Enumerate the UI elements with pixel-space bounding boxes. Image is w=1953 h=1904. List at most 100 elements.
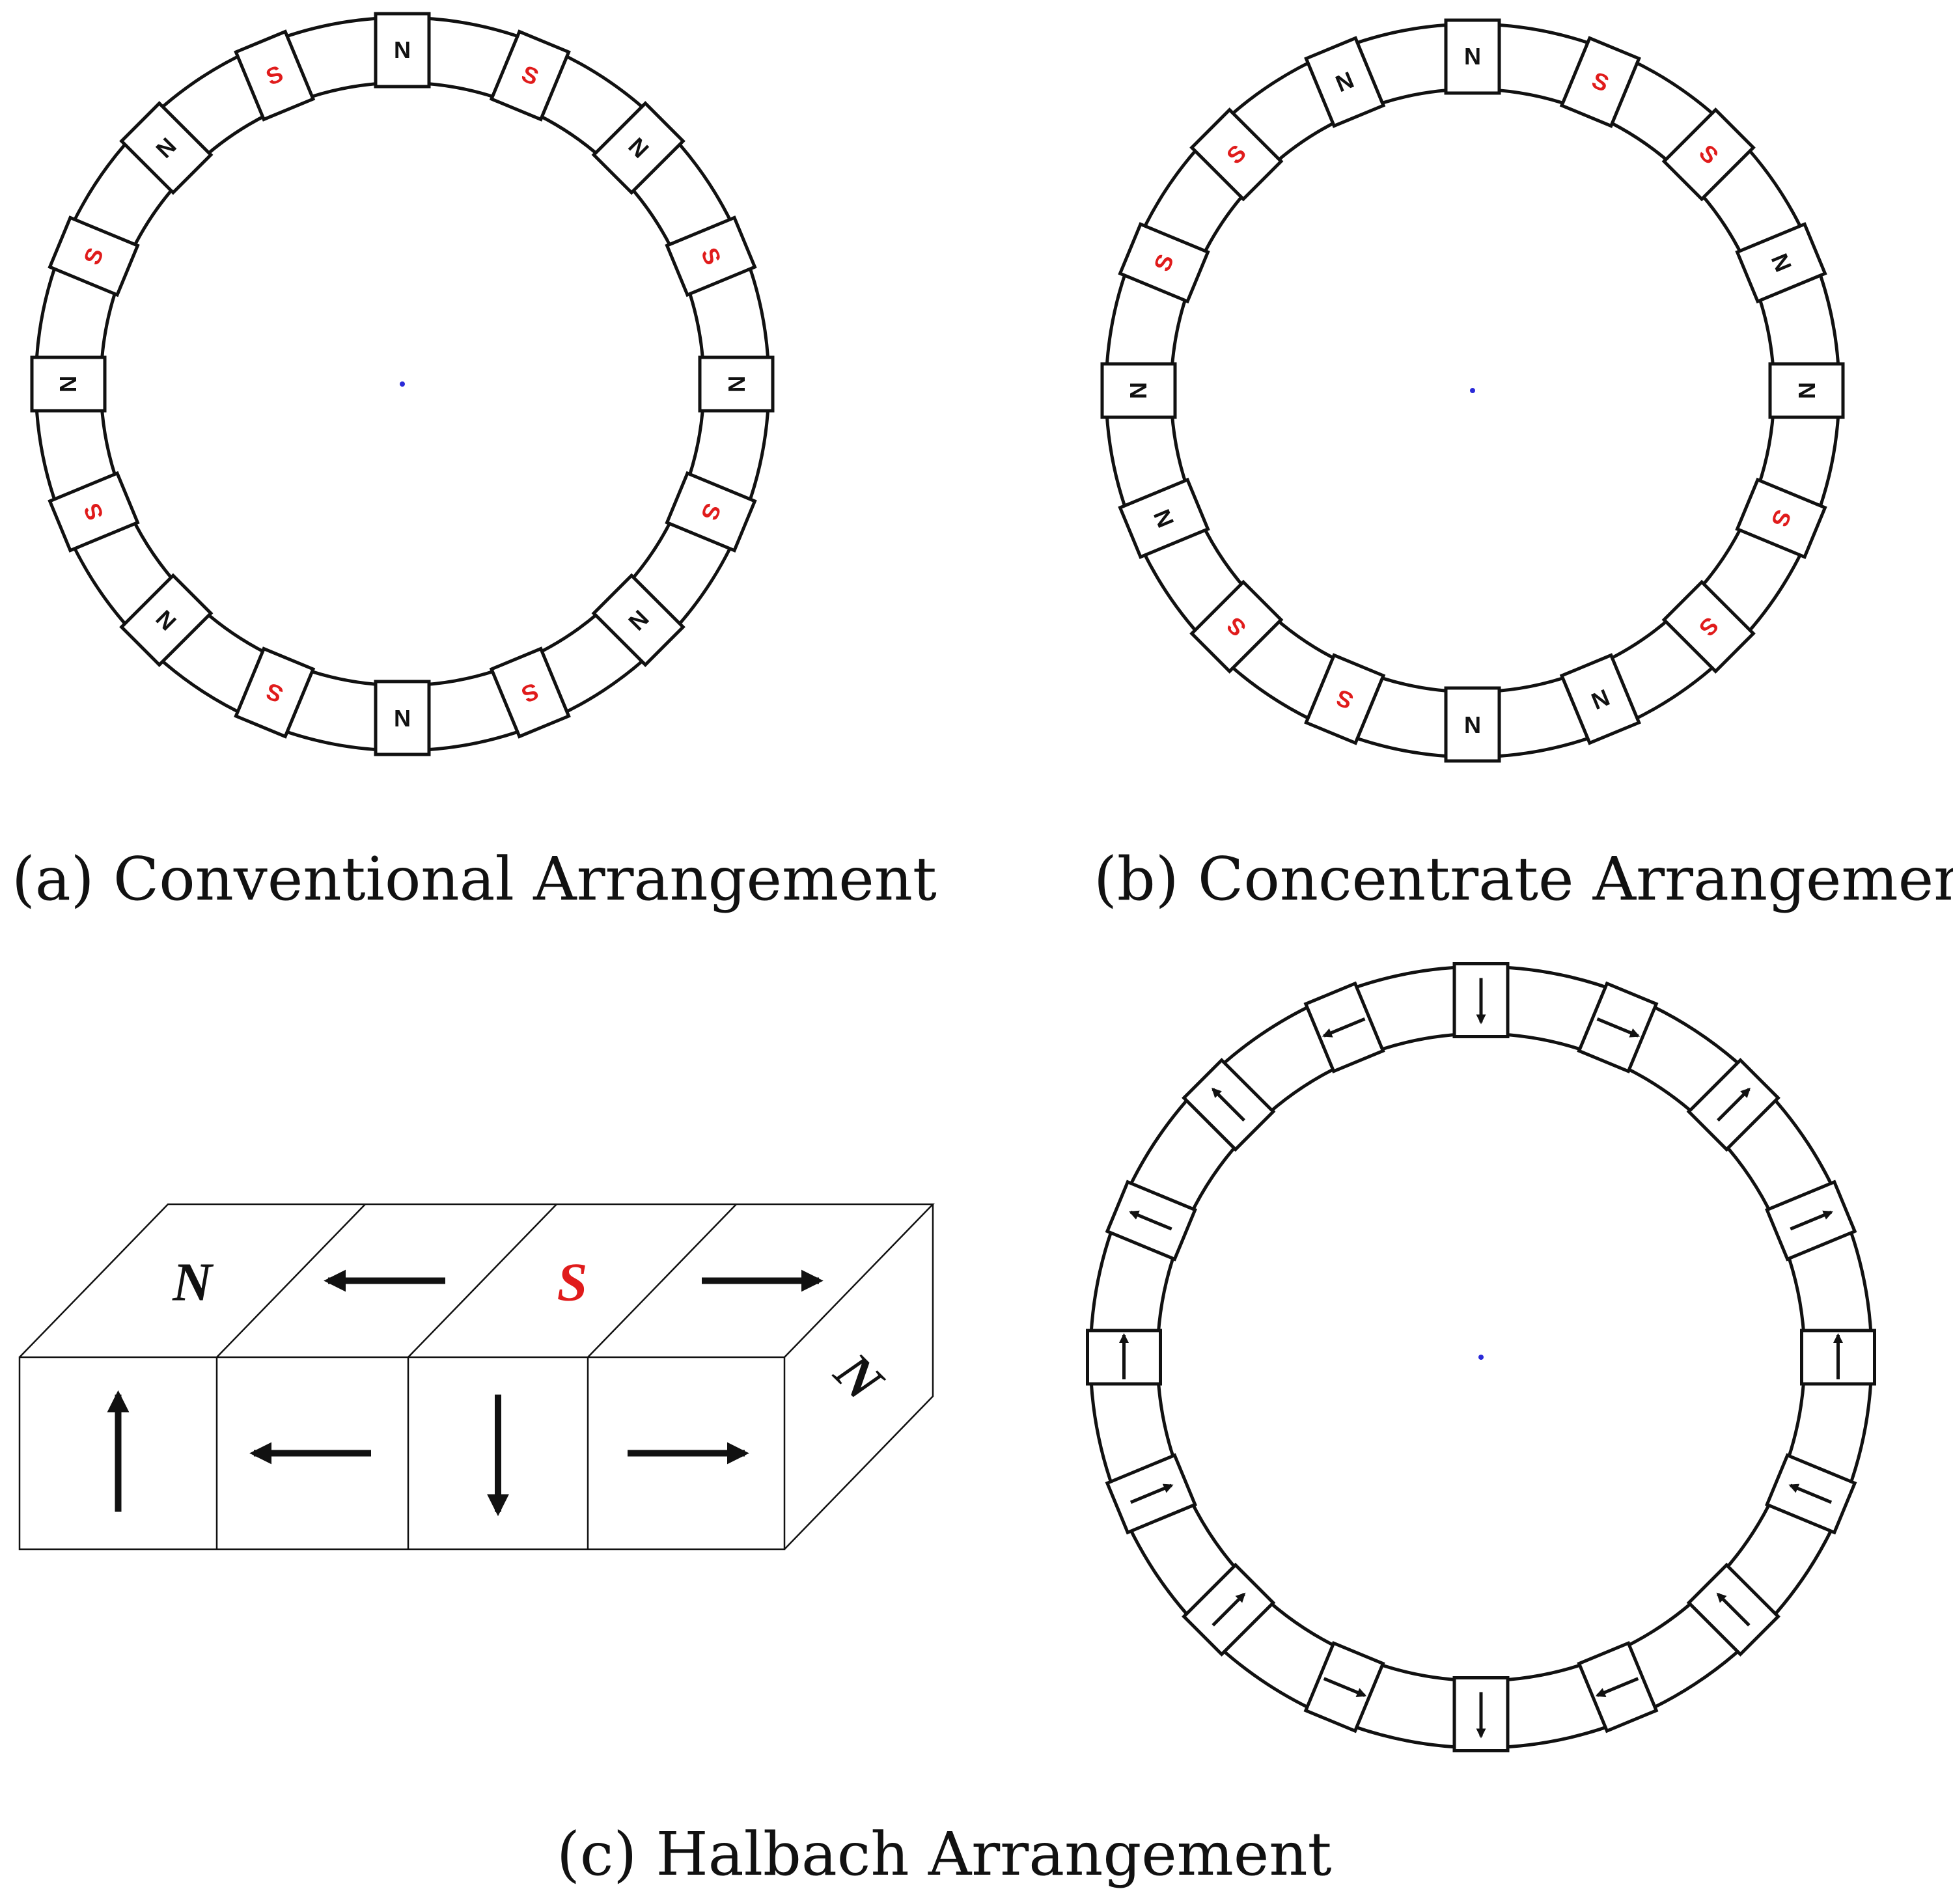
magnet-arrow-right: [1577, 1641, 1659, 1733]
magnet-arrow-left: [1303, 981, 1385, 1073]
magnet-block: [698, 355, 775, 413]
magnet-block: [374, 12, 431, 89]
magnet-block: [374, 680, 431, 756]
magnet-block: [1444, 18, 1501, 95]
magnet-s: S: [665, 471, 757, 553]
magnet-s: S: [48, 471, 140, 553]
magnet-block: [489, 646, 571, 739]
magnetization-arrow: [1716, 1088, 1751, 1122]
magnet-block: [1768, 362, 1845, 419]
pole-label: N: [1464, 43, 1481, 70]
magnet-block: [1118, 477, 1210, 559]
magnet-s: S: [1559, 36, 1641, 128]
magnet-arrow-up: [1452, 1676, 1510, 1752]
magnet-arrow-up: [1765, 1180, 1857, 1262]
magnet-arrow-right: [1577, 981, 1659, 1073]
magnet-s: S: [1118, 222, 1210, 304]
halbach-ring: [1086, 962, 1876, 1752]
magnet-arrow-down: [1765, 1453, 1857, 1535]
magnet-s: S: [1189, 107, 1284, 202]
pole-label: N: [1794, 382, 1820, 399]
magnet-block: [1559, 36, 1641, 128]
block-top-face: [19, 1203, 935, 1358]
magnet-n: N: [1559, 653, 1641, 745]
top-face-label: S: [557, 1252, 588, 1313]
caption-concentrate: (b) Concentrate Arrangement: [1094, 844, 1953, 914]
center-dot: [400, 381, 405, 387]
side-face-label: N: [823, 1341, 896, 1414]
top-face-label: N: [172, 1252, 214, 1313]
segment-divider: [408, 1204, 557, 1358]
magnet-block: [1304, 653, 1386, 745]
magnet-block: [1735, 477, 1827, 559]
center-dot: [1470, 388, 1475, 393]
magnet-block: [1735, 222, 1827, 304]
pole-label: N: [1125, 382, 1152, 399]
magnetization-arrow: [1596, 1017, 1641, 1038]
magnet-block: [234, 646, 316, 739]
magnet-arrow-up: [1105, 1180, 1197, 1262]
magnet-block: [1100, 362, 1177, 419]
pole-label: N: [55, 376, 81, 393]
magnetization-arrow: [1129, 1483, 1174, 1504]
magnet-n: N: [30, 355, 107, 413]
magnet-block: [1304, 36, 1386, 128]
magnet-s: S: [489, 29, 571, 122]
magnet-block: [489, 29, 571, 122]
magnet-block: [1189, 107, 1284, 202]
magnet-s: S: [234, 29, 316, 122]
magnet-block: [1559, 653, 1641, 745]
magnet-n: N: [119, 101, 214, 195]
magnetization-arrow: [1322, 1017, 1366, 1038]
magnetization-arrow: [1129, 1210, 1172, 1231]
magnet-s: S: [1661, 579, 1756, 674]
magnet-block: [665, 471, 757, 553]
magnet-n: N: [1735, 222, 1827, 304]
magnet-n: N: [1304, 36, 1386, 128]
magnet-arrow-left: [1800, 1329, 1876, 1386]
magnet-arrow-up: [1182, 1058, 1276, 1152]
center-dot: [1478, 1355, 1484, 1360]
magnet-s: S: [1735, 477, 1827, 559]
pole-label: N: [394, 705, 411, 732]
magnetization-arrow: [1212, 1088, 1246, 1122]
magnet-n: N: [374, 12, 431, 89]
magnet-n: N: [1444, 18, 1501, 95]
magnet-arrow-down: [1686, 1562, 1780, 1657]
magnet-s: S: [1661, 107, 1756, 202]
magnet-s: S: [489, 646, 571, 739]
magnet-s: S: [1189, 579, 1284, 674]
magnet-block: [48, 215, 140, 297]
magnet-block: [1444, 686, 1501, 763]
magnet-s: S: [665, 215, 757, 297]
magnet-block: [591, 573, 686, 667]
magnet-block: [1189, 579, 1284, 674]
magnetization-arrow: [1716, 1592, 1751, 1627]
segment-divider: [216, 1204, 366, 1358]
magnet-arrow-down: [1452, 962, 1510, 1038]
magnetization-arrow: [1323, 1677, 1367, 1698]
pole-label: N: [1464, 711, 1481, 738]
magnet-block: [119, 101, 214, 195]
magnet-n: N: [1100, 362, 1177, 419]
magnet-block: [48, 471, 140, 553]
magnet-arrow-up: [1686, 1058, 1780, 1152]
magnet-s: S: [234, 646, 316, 739]
magnetization-arrow: [1212, 1592, 1246, 1627]
magnet-block: [1661, 107, 1756, 202]
magnet-block: [1661, 579, 1756, 674]
magnet-n: N: [1444, 686, 1501, 763]
magnet-n: N: [591, 573, 686, 667]
magnet-block: [665, 215, 757, 297]
segment-divider: [587, 1204, 737, 1358]
magnet-n: N: [374, 680, 431, 756]
halbach-block-array: N S N: [18, 1203, 935, 1551]
magnet-arrow-down: [1105, 1453, 1197, 1535]
magnet-n: N: [698, 355, 775, 413]
magnetization-arrow: [1595, 1677, 1639, 1698]
magnet-arrow-down: [1182, 1562, 1276, 1657]
magnet-n: N: [1768, 362, 1845, 419]
